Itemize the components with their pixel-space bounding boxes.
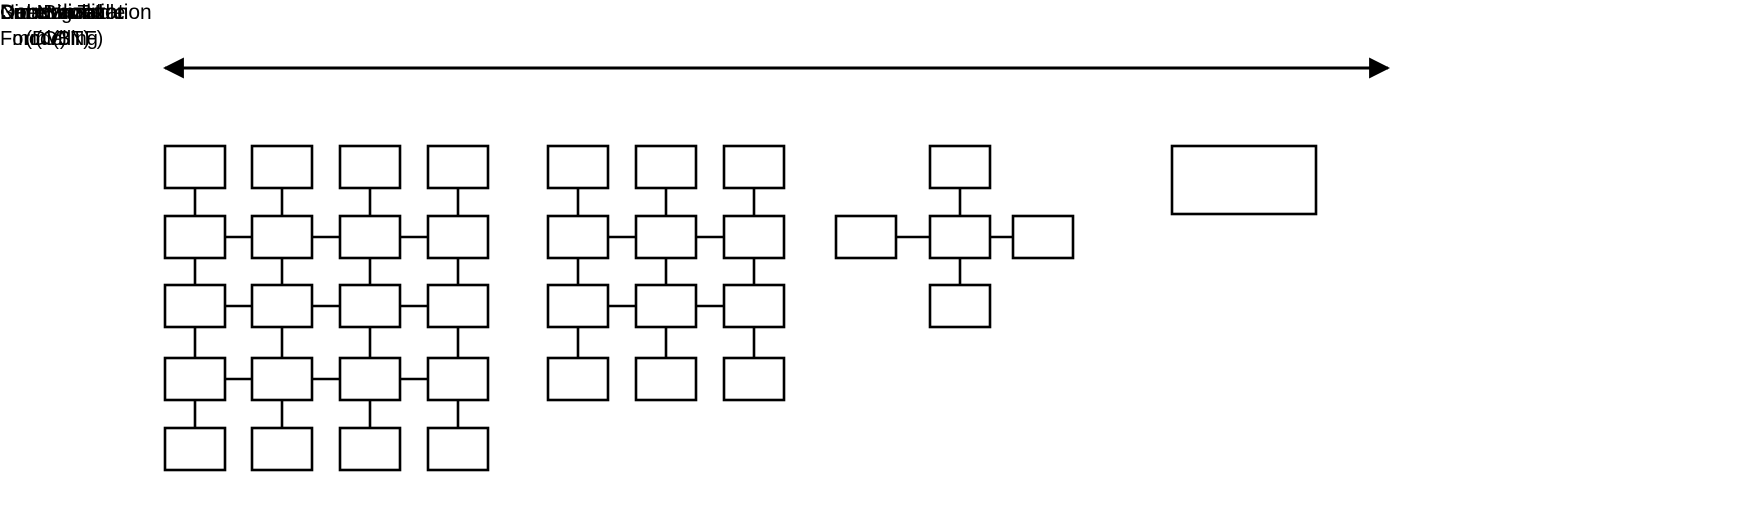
data-vault-table-box xyxy=(426,144,490,190)
data-vault-table-box xyxy=(426,356,490,402)
third-normal-form-table-box xyxy=(722,144,786,190)
data-vault-table-box xyxy=(338,283,402,329)
stage-label-data-vault: Data Vault (DV) xyxy=(0,2,92,50)
model-group-third-normal-form xyxy=(546,144,786,402)
third-normal-form-table-box xyxy=(546,214,610,260)
model-group-dimensional-modelling xyxy=(834,144,1075,329)
data-vault-table-box xyxy=(163,356,227,402)
data-vault-table-box xyxy=(426,426,490,472)
data-vault-table-box xyxy=(426,283,490,329)
third-normal-form-table-box xyxy=(722,356,786,402)
dimension-table-box xyxy=(1011,214,1075,260)
stage-label-one-big-table: One Big Table (OBT) xyxy=(0,2,126,50)
third-normal-form-table-box xyxy=(546,356,610,402)
data-vault-table-box xyxy=(338,144,402,190)
dimension-table-box xyxy=(928,283,992,329)
model-group-data-vault xyxy=(163,144,490,472)
data-vault-table-box xyxy=(250,214,314,260)
one-big-table-box xyxy=(1170,144,1318,216)
third-normal-form-table-box xyxy=(634,144,698,190)
third-normal-form-table-box xyxy=(722,214,786,260)
data-vault-table-box xyxy=(250,356,314,402)
data-vault-table-box xyxy=(338,356,402,402)
data-vault-table-box xyxy=(426,214,490,260)
third-normal-form-table-box xyxy=(634,356,698,402)
third-normal-form-table-box xyxy=(634,283,698,329)
third-normal-form-table-box xyxy=(546,144,610,190)
dimension-table-box xyxy=(834,214,898,260)
axis-label-denormalization: Denormalization xyxy=(0,1,152,24)
axis-label-normalization: Normalization xyxy=(0,1,129,24)
data-vault-table-box xyxy=(250,283,314,329)
data-vault-table-box xyxy=(163,214,227,260)
data-vault-table-box xyxy=(163,283,227,329)
stage-label-third-normal-form: 3rd Normal Form (3NF) xyxy=(0,2,104,50)
data-vault-table-box xyxy=(163,144,227,190)
dimension-table-box xyxy=(928,144,992,190)
third-normal-form-table-box xyxy=(722,283,786,329)
stage-label-dimensional-modelling: Dimensional modelling xyxy=(0,2,111,50)
data-vault-table-box xyxy=(250,426,314,472)
data-vault-table-box xyxy=(338,214,402,260)
model-group-one-big-table xyxy=(1170,144,1318,216)
data-vault-table-box xyxy=(163,426,227,472)
data-vault-table-box xyxy=(338,426,402,472)
fact-table-box xyxy=(928,214,992,260)
third-normal-form-table-box xyxy=(546,283,610,329)
third-normal-form-table-box xyxy=(634,214,698,260)
data-vault-table-box xyxy=(250,144,314,190)
